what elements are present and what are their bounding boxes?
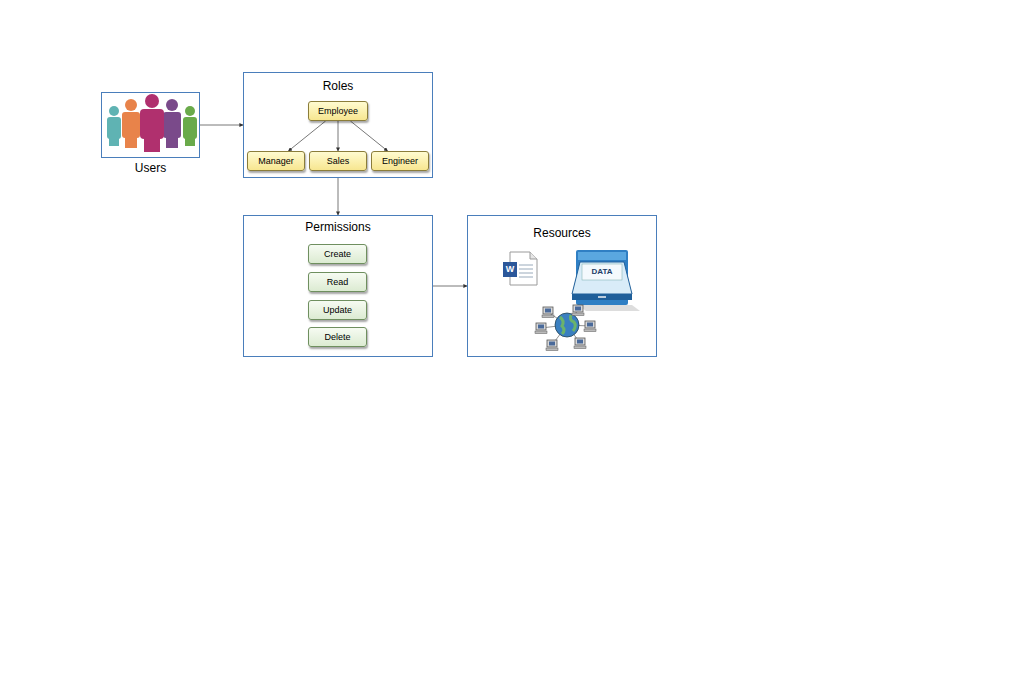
- arrow-connector: [338, 178, 339, 215]
- role-box: Manager: [247, 151, 305, 171]
- role-box: Engineer: [371, 151, 429, 171]
- users-icon: [107, 94, 197, 152]
- computer-monitor: [585, 321, 595, 328]
- box-label: Employee: [318, 106, 358, 116]
- roles-container: RolesEmployeeManager Sales Engineer: [243, 72, 433, 178]
- users-box: Users: [101, 92, 200, 158]
- permission-box: Create: [308, 244, 367, 264]
- box-label: Create: [324, 249, 351, 259]
- computer-monitor: [573, 305, 583, 312]
- computer-screen: [577, 340, 583, 344]
- computer-screen: [538, 325, 544, 329]
- arrow-connector: [200, 125, 243, 126]
- arrow-connector: [338, 121, 339, 151]
- computer-monitor: [547, 340, 557, 347]
- role-box: Employee: [308, 101, 368, 121]
- computer-keyboard: [574, 346, 586, 349]
- container-title: Roles: [244, 79, 432, 93]
- computer-keyboard: [535, 331, 547, 334]
- computer-screen: [549, 342, 555, 346]
- box-label: Read: [327, 277, 349, 287]
- computer-screen: [575, 307, 581, 311]
- computer-monitor: [575, 338, 585, 345]
- permissions-container: PermissionsCreateReadUpdateDelete: [243, 215, 433, 357]
- computer-icons: [535, 305, 596, 351]
- computer-keyboard: [542, 315, 554, 318]
- arrow-connector: [433, 286, 467, 287]
- box-label: Engineer: [382, 156, 418, 166]
- resources-container: Resources: [467, 215, 657, 357]
- arrow-connector: [288, 121, 325, 151]
- box-label: Sales: [327, 156, 350, 166]
- computer-monitor: [543, 307, 553, 314]
- computer-monitor: [536, 323, 546, 330]
- computer-keyboard: [546, 348, 558, 351]
- container-title: Resources: [468, 226, 656, 240]
- drawer-label: DATA: [582, 264, 622, 280]
- document-icon: [503, 252, 537, 285]
- computer-keyboard: [584, 329, 596, 332]
- file-cabinet-icon: [572, 250, 640, 311]
- role-box: Sales: [309, 151, 367, 171]
- icon-letter: W: [503, 262, 517, 277]
- permission-box: Read: [308, 272, 367, 292]
- arrow-connector: [350, 121, 387, 151]
- computer-screen: [545, 309, 551, 313]
- permission-box: Delete: [308, 327, 367, 347]
- box-label: Delete: [324, 332, 350, 342]
- computer-screen: [587, 323, 593, 327]
- box-label: Update: [323, 305, 352, 315]
- box-label: Manager: [258, 156, 294, 166]
- computer-keyboard: [572, 313, 584, 316]
- container-title: Permissions: [244, 220, 432, 234]
- permission-box: Update: [308, 300, 367, 320]
- box-label: Users: [102, 161, 199, 175]
